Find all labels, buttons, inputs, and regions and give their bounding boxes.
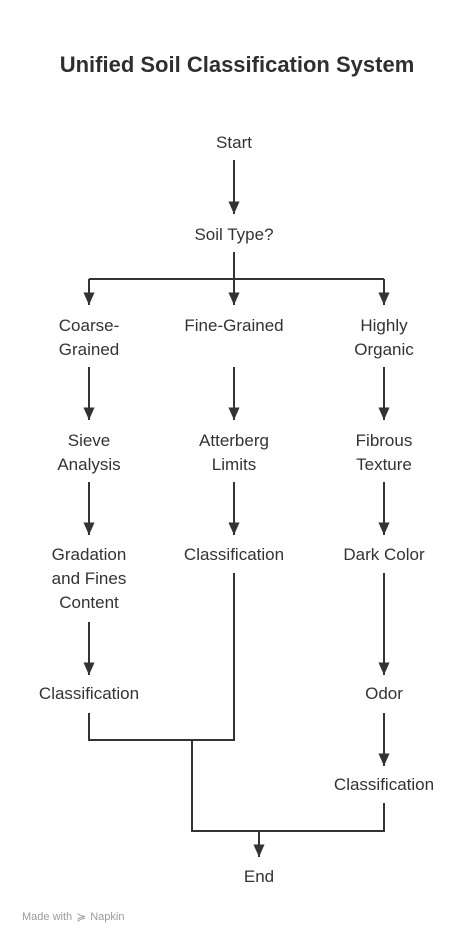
node-fibrous-texture: Fibrous Texture	[355, 431, 413, 474]
footer-brand: Napkin	[90, 911, 125, 923]
node-sieve-analysis: Sieve Analysis	[57, 431, 121, 474]
node-gradation-fines: Gradation and Fines Content	[51, 545, 127, 612]
napkin-logo-icon: ≽	[76, 910, 87, 924]
node-soil-type: Soil Type?	[194, 225, 274, 244]
node-end: End	[243, 867, 275, 886]
node-atterberg-limits: Atterberg Limits	[199, 431, 269, 474]
footer-made-with: Made with	[22, 911, 73, 923]
merge-left-mid	[88, 573, 235, 741]
node-coarse-classification: Classification	[38, 684, 140, 703]
node-fine-classification: Classification	[183, 545, 285, 564]
footer-attribution: Made with ≽ Napkin	[22, 910, 124, 924]
node-start: Start	[216, 133, 252, 152]
node-organic-classification: Classification	[333, 775, 435, 794]
node-odor: Odor	[365, 684, 403, 703]
node-dark-color: Dark Color	[343, 545, 425, 564]
node-highly-organic: Highly Organic	[354, 316, 414, 359]
node-fine-grained: Fine-Grained	[184, 316, 284, 335]
node-coarse-grained: Coarse- Grained	[58, 316, 120, 359]
merge-to-bottom	[191, 740, 385, 832]
page-title: Unified Soil Classification System	[59, 52, 415, 77]
